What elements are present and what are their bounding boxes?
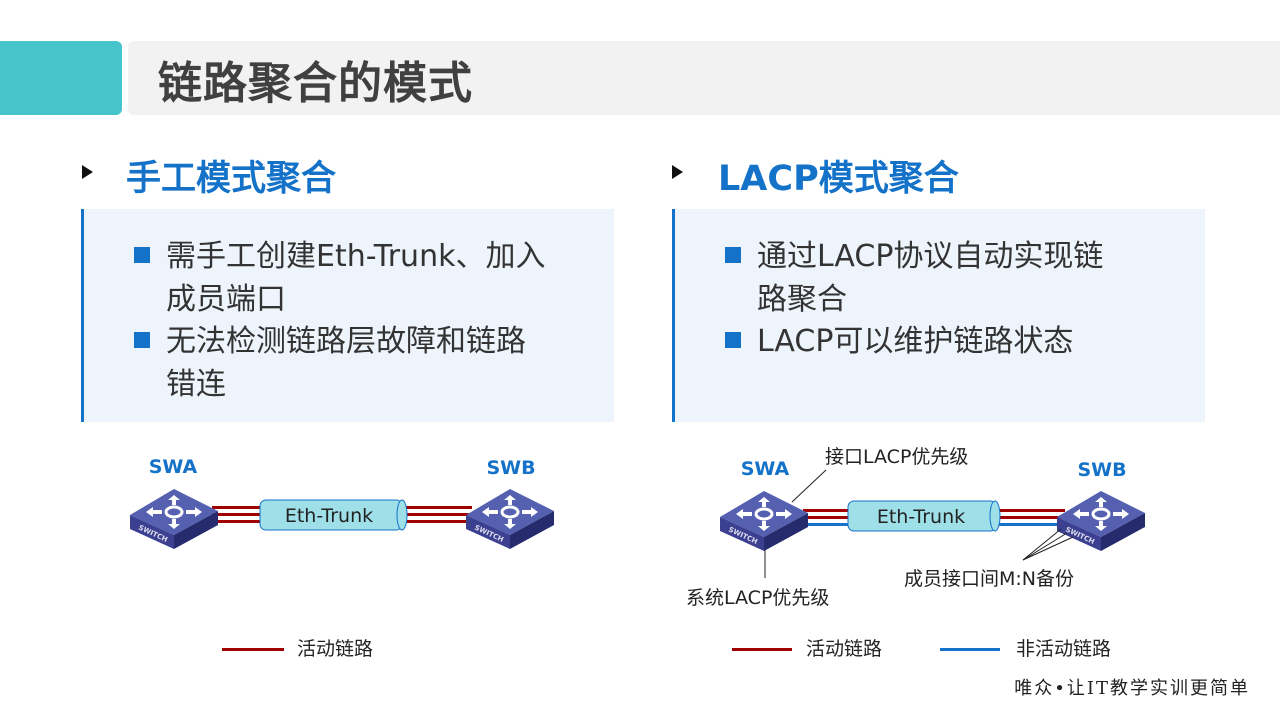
legend-active-line bbox=[222, 648, 284, 651]
bullet-text: 无法检测链路层故障和链路 bbox=[166, 324, 526, 359]
lacp-mode-heading: LACP模式聚合 bbox=[718, 159, 959, 199]
lacp-diagram: Eth-Trunk SWITCH SWITCH SWA SWB 接口LACP优先… bbox=[686, 446, 1145, 609]
title-accent bbox=[0, 41, 122, 115]
switch-icon: SWITCH bbox=[130, 489, 218, 549]
page-title: 链路聚合的模式 bbox=[158, 58, 473, 109]
legend-inactive-label: 非活动链路 bbox=[1016, 638, 1112, 660]
switch-icon: SWITCH bbox=[1057, 491, 1145, 551]
eth-trunk-cylinder: Eth-Trunk bbox=[259, 499, 408, 531]
legend-active-label: 活动链路 bbox=[806, 638, 883, 660]
bullet-text: 路聚合 bbox=[757, 282, 847, 317]
trunk-label: Eth-Trunk bbox=[285, 505, 373, 527]
triangle-bullet-icon bbox=[672, 165, 683, 179]
bullet-text: 需手工创建Eth-Trunk、加入 bbox=[166, 239, 546, 274]
bullet-icon bbox=[134, 332, 150, 348]
active-links bbox=[212, 506, 472, 523]
system-priority-annotation: 系统LACP优先级 bbox=[686, 587, 829, 609]
bullet-text: LACP可以维护链路状态 bbox=[757, 324, 1074, 359]
links bbox=[803, 509, 1065, 526]
legend-active-label: 活动链路 bbox=[297, 638, 374, 660]
bullet-icon bbox=[725, 332, 741, 348]
eth-trunk-cylinder: Eth-Trunk bbox=[847, 500, 1001, 532]
swb-label: SWB bbox=[486, 457, 535, 479]
manual-mode-box: 需手工创建Eth-Trunk、加入 成员端口 无法检测链路层故障和链路 错连 bbox=[81, 209, 614, 422]
manual-mode-heading: 手工模式聚合 bbox=[126, 159, 337, 199]
port-priority-annotation: 接口LACP优先级 bbox=[825, 446, 968, 468]
bullet-icon bbox=[134, 247, 150, 263]
bullet-text: 通过LACP协议自动实现链 bbox=[757, 239, 1104, 274]
triangle-bullet-icon bbox=[82, 165, 93, 179]
footer-slogan: 唯众•让IT教学实训更简单 bbox=[1014, 678, 1250, 699]
trunk-label: Eth-Trunk bbox=[877, 506, 965, 528]
swa-label: SWA bbox=[149, 456, 198, 478]
lacp-mode-box: 通过LACP协议自动实现链 路聚合 LACP可以维护链路状态 bbox=[672, 209, 1205, 422]
bullet-text: 错连 bbox=[166, 367, 226, 402]
swb-label: SWB bbox=[1077, 459, 1126, 481]
bullet-icon bbox=[725, 247, 741, 263]
switch-icon: SWITCH bbox=[466, 489, 554, 549]
legend-active-line bbox=[732, 648, 792, 651]
bullet-text: 成员端口 bbox=[166, 282, 286, 317]
manual-diagram: Eth-Trunk SWITCH SWITCH SWA SWB bbox=[130, 456, 554, 549]
switch-icon: SWITCH bbox=[720, 491, 808, 551]
swa-label: SWA bbox=[741, 458, 790, 480]
mn-backup-annotation: 成员接口间M:N备份 bbox=[904, 568, 1074, 590]
title-bar bbox=[128, 41, 1280, 115]
annotation-lines bbox=[764, 469, 1074, 578]
legend-inactive-line bbox=[940, 648, 1000, 651]
